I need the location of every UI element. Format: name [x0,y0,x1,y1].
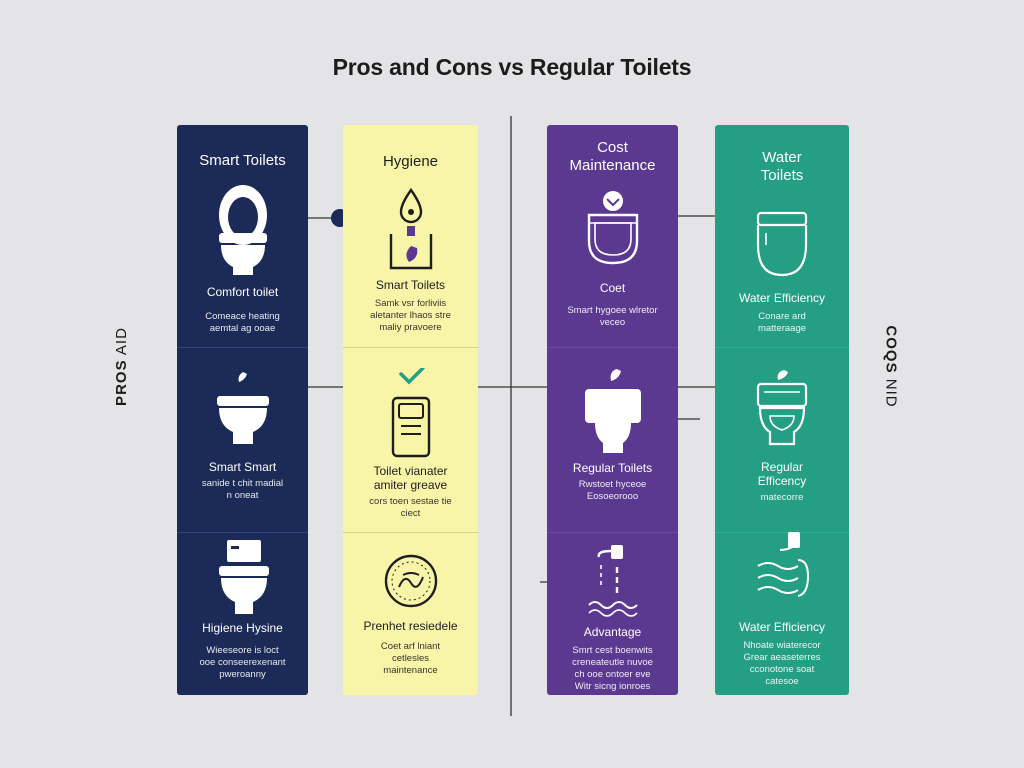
smart-toilets-column: Smart Toilets Comfort toilet Comeace hea… [177,125,308,695]
faucet-drip-icon [587,545,638,617]
item-label: Higiene Hysine [202,621,283,635]
item-desc: Coet arf lniant [380,641,441,652]
item-desc: cors toen sestae tie [369,496,452,507]
item-desc: n oneat [226,490,259,501]
cost-maintenance-column: Cost Maintenance Coet Smart hygoee wlret… [547,125,678,695]
item-desc: Smart hygoee wlretor [567,305,658,316]
list-item: Smart Toilets Samk vsr forliviis aletant… [343,188,478,334]
water-toilet-icon [756,370,808,446]
column-header-text: Hygiene [382,153,439,170]
item-desc: Samk vsr forliviis [374,298,447,309]
sanitizer-icon [391,368,430,458]
divider [343,532,478,533]
list-item: Regular Efficency matecorre [715,368,849,504]
item-desc: maintenance [383,665,438,676]
item-label: Comfort toilet [206,285,279,299]
item-desc: ch ooe ontoer eve [574,669,651,680]
divider [177,347,308,348]
regular-toilet-icon [584,369,641,453]
toilet-seat-icon [756,211,808,277]
list-item: Water Efficiency Conare ard matteraage [715,209,849,335]
divider [715,532,849,533]
column-header-text: Maintenance [569,157,656,174]
item-label: Prenhet resiedele [363,619,458,633]
item-label: Smart Smart [208,460,277,474]
item-desc: cetlesles [392,653,429,664]
cons-side-label: COQS NID [883,325,900,407]
water-flow-icon [757,532,810,597]
item-desc: pweroanny [219,669,266,680]
item-label: amiter greave [373,478,448,492]
item-label: Toilet vianater [373,464,448,478]
item-desc: Grear aeaseterres [743,652,821,663]
column-header: Cost Maintenance [547,139,678,175]
item-label: Efficency [757,474,807,488]
item-desc: Witr sicng ionroes [574,681,651,692]
item-label: Water Efficiency [738,620,826,634]
item-desc: ciect [400,508,421,519]
cons-label-bold: COQS [882,325,900,374]
cons-label-rest: NID [882,378,900,408]
toilet-bowl-icon [216,372,269,444]
hygiene-column: Hygiene Smart Toilets Samk vsr forliviis… [343,125,478,695]
item-desc: Rwstoet hyceoe [578,479,647,490]
list-item: Toilet vianater amiter greave cors toen … [343,368,478,520]
item-desc: Wieeseore is loct [206,645,279,656]
item-desc: aemtal ag ooae [209,323,276,334]
divider [177,532,308,533]
item-desc: Comeace heating [205,311,280,322]
item-desc: catesoe [765,676,799,687]
item-desc: matteraage [757,323,807,334]
list-item: Prenhet resiedele Coet arf lniant cetles… [343,553,478,677]
item-desc: maliy pravoere [379,322,442,333]
item-label: Regular Toilets [572,461,653,475]
pros-side-label: PROS AID [113,327,130,406]
column-header-text: Cost [597,139,628,156]
bidet-seat-icon [587,191,638,265]
divider [715,347,849,348]
item-label: Smart Toilets [375,278,446,292]
item-desc: Smrt cest boenwits [572,645,653,656]
column-header: Smart Toilets [177,152,308,170]
item-desc: aletanter lhaos stre [370,310,451,321]
list-item: Comfort toilet Comeace heating aemtal ag… [177,183,308,335]
water-drop-icon [389,188,432,270]
list-item: Regular Toilets Rwstoet hyceoe Eosoeoroo… [547,367,678,503]
pros-label-rest: AID [112,327,130,356]
list-item: Coet Smart hygoee wlretor veceo [547,189,678,329]
column-header-text: Water [762,149,802,166]
smart-toilet-icon [218,185,267,275]
item-desc: sanide t chit madial [201,478,284,489]
item-desc: Eosoeorooo [586,491,639,502]
divider [547,347,678,348]
item-desc: matecorre [760,492,804,503]
item-label: Regular [760,460,804,474]
divider [547,532,678,533]
item-desc: creneateutle nuvoe [572,657,653,668]
seal-badge-icon [384,554,437,608]
column-header: Water Toilets [715,149,849,185]
column-header: Hygiene [343,153,478,171]
item-label: Coet [599,281,626,295]
column-header-text: Smart Toilets [199,152,286,169]
item-label: Advantage [583,625,642,639]
item-desc: Nhoate wiaterecor [743,640,821,651]
list-item: Higiene Hysine Wieeseore is loct ooe con… [177,538,308,681]
list-item: Advantage Smrt cest boenwits creneateutl… [547,543,678,693]
item-desc: Conare ard [758,311,806,322]
item-desc: veceo [599,317,626,328]
toilet-tank-icon [218,540,269,614]
list-item: Smart Smart sanide t chit madial n oneat [177,370,308,502]
divider [343,347,478,348]
item-desc: cconotone soat [749,664,815,675]
list-item: Water Efficiency Nhoate wiaterecor Grear… [715,530,849,688]
page-title: Pros and Cons vs Regular Toilets [332,54,692,80]
water-toilets-column: Water Toilets Water Efficiency Conare ar… [715,125,849,695]
column-header-text: Toilets [760,167,804,184]
item-desc: ooe conseerexenant [199,657,286,668]
pros-label-bold: PROS [112,359,130,406]
item-label: Water Efficiency [738,291,826,305]
